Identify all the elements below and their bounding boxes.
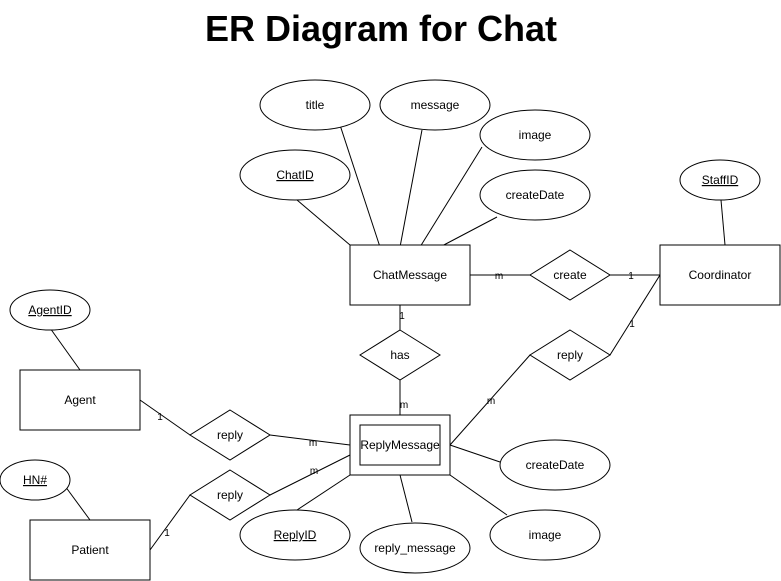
cardinality-reply-agent-side: m <box>309 438 317 449</box>
entity-chat-message[interactable]: ChatMessage <box>349 244 471 306</box>
cardinality-reply-coordinator-side: m <box>487 396 495 407</box>
cardinality-reply-has: m <box>400 400 408 411</box>
cardinality-chat-has: 1 <box>399 311 405 322</box>
connector-patient-reply <box>149 494 191 551</box>
entity-coordinator[interactable]: Coordinator <box>659 244 781 306</box>
attribute-title[interactable]: title <box>259 79 371 131</box>
attribute-image-chat-label: image <box>519 128 552 142</box>
entity-agent[interactable]: Agent <box>19 369 141 431</box>
connector-coordinator-reply <box>609 274 661 356</box>
attribute-agentid-label: AgentID <box>28 303 72 317</box>
connector-hn <box>64 485 91 521</box>
cardinality-chat-create: m <box>495 271 503 282</box>
entity-coordinator-label: Coordinator <box>689 268 752 282</box>
connector-createdate-chat <box>439 216 498 248</box>
connector-image-reply <box>449 474 508 516</box>
attribute-createdate-chat[interactable]: createDate <box>479 169 591 221</box>
connectors <box>49 124 726 551</box>
relationship-reply-coordinator[interactable]: reply <box>529 329 611 381</box>
attribute-title-label: title <box>306 98 325 112</box>
cardinality-coordinator-reply: 1 <box>629 319 635 330</box>
attribute-staffid-label: StaffID <box>702 173 739 187</box>
relationship-has-label: has <box>390 348 409 362</box>
attribute-hn-label: HN# <box>23 473 47 487</box>
attribute-reply-message[interactable]: reply_message <box>359 522 471 574</box>
connector-message <box>399 129 423 248</box>
attribute-createdate-reply-label: createDate <box>526 458 585 472</box>
cardinality-coordinator-create: 1 <box>628 271 634 282</box>
attribute-hn[interactable]: HN# <box>0 459 71 501</box>
attribute-image-reply[interactable]: image <box>489 509 601 561</box>
attribute-createdate-chat-label: createDate <box>506 188 565 202</box>
attribute-image-reply-label: image <box>529 528 562 542</box>
connector-reply-message <box>399 474 413 523</box>
cardinality-reply-patient-side: m <box>310 466 318 477</box>
relationship-create[interactable]: create <box>529 249 611 301</box>
connector-reply-replymessage <box>449 354 531 446</box>
attribute-agentid[interactable]: AgentID <box>9 289 91 331</box>
relationship-has[interactable]: has <box>359 329 441 381</box>
cardinality-agent-reply: 1 <box>157 412 163 423</box>
connector-title <box>339 124 381 248</box>
attribute-image-chat[interactable]: image <box>479 109 591 161</box>
connector-createdate-reply <box>449 444 501 463</box>
attribute-chatid-label: ChatID <box>276 168 314 182</box>
relationship-reply-patient-label: reply <box>217 488 243 502</box>
relationship-reply-agent[interactable]: reply <box>189 409 271 461</box>
entity-reply-message[interactable]: ReplyMessage <box>349 414 451 476</box>
connector-replyid <box>296 474 351 511</box>
connector-agentid <box>49 327 81 371</box>
diagram-title: ER Diagram for Chat <box>204 8 558 49</box>
relationship-reply-coordinator-label: reply <box>557 348 583 362</box>
entity-agent-label: Agent <box>64 393 96 407</box>
connector-reply-replymessage-patient <box>269 454 351 496</box>
relationship-reply-patient[interactable]: reply <box>189 469 271 521</box>
entity-chat-message-label: ChatMessage <box>373 268 447 282</box>
attribute-createdate-reply[interactable]: createDate <box>499 439 611 491</box>
attribute-reply-message-label: reply_message <box>374 541 456 555</box>
attribute-replyid-label: ReplyID <box>274 528 317 542</box>
connector-image-chat <box>419 146 483 248</box>
connector-chatid <box>296 199 351 246</box>
attribute-replyid[interactable]: ReplyID <box>239 509 351 561</box>
connector-staffid <box>720 199 726 246</box>
connector-reply-replymessage-agent <box>269 434 351 446</box>
attribute-message-label: message <box>411 98 460 112</box>
entity-patient[interactable]: Patient <box>29 519 151 581</box>
attribute-message[interactable]: message <box>379 79 491 131</box>
relationship-reply-agent-label: reply <box>217 428 243 442</box>
attribute-staffid[interactable]: StaffID <box>679 159 761 201</box>
connector-agent-reply <box>139 399 191 436</box>
relationship-create-label: create <box>553 268 587 282</box>
cardinality-labels: m 1 1 m 1 m 1 m 1 m <box>157 271 635 539</box>
entity-patient-label: Patient <box>71 543 109 557</box>
cardinality-patient-reply: 1 <box>164 528 170 539</box>
attribute-chatid[interactable]: ChatID <box>239 149 351 201</box>
entity-reply-message-label: ReplyMessage <box>360 438 440 452</box>
